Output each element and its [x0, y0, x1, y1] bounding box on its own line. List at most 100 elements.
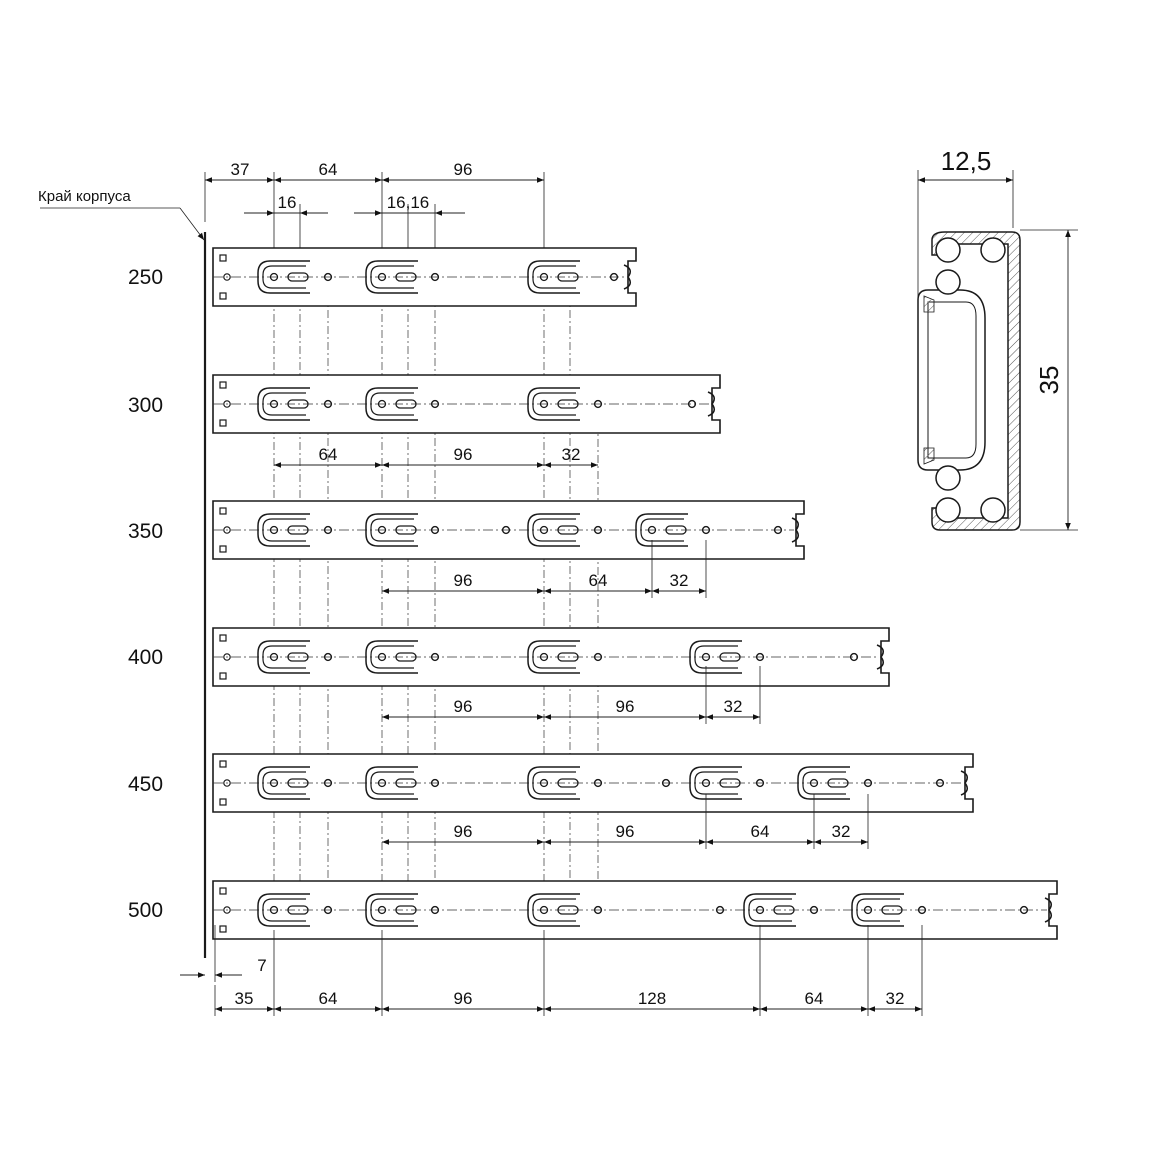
slot-oblong-3-1 [395, 652, 417, 662]
slot-hole-4-2 [539, 778, 549, 788]
offset-dimension: 7 [180, 925, 267, 982]
top-dim-37: 37 [231, 160, 250, 179]
rail-hole-5-0 [323, 905, 333, 915]
slot-bracket-inner-2-1 [370, 518, 414, 542]
slot-oblong-2-2 [557, 525, 579, 535]
slot-hole-5-2 [539, 905, 549, 915]
rail-hole-0-1 [430, 272, 440, 282]
slot-bracket-outer-5-2 [527, 893, 580, 927]
slot-bracket-inner-4-2 [532, 771, 576, 795]
slot-bracket-inner-5-4 [856, 898, 900, 922]
slot-hole-0-2 [539, 272, 549, 282]
front-hole-0 [223, 273, 231, 281]
row-400-dim-0: 96 [454, 697, 473, 716]
slot-hole-4-0 [269, 778, 279, 788]
square-hole-bottom-5 [219, 925, 227, 933]
slot-hole-5-1 [377, 905, 387, 915]
row-450-dim-0: 96 [454, 822, 473, 841]
slot-hole-5-3 [755, 905, 765, 915]
slot-oblong-3-0 [287, 652, 309, 662]
slot-oblong-4-2 [557, 778, 579, 788]
slot-bracket-inner-2-2 [532, 518, 576, 542]
rail-hole-5-2 [593, 905, 603, 915]
slot-hole-2-2 [539, 525, 549, 535]
slot-oblong-0-2 [557, 272, 579, 282]
rail-hole-3-3 [755, 652, 765, 662]
slot-hole-1-1 [377, 399, 387, 409]
slot-oblong-1-1 [395, 399, 417, 409]
slot-bracket-inner-4-4 [802, 771, 846, 795]
rail-hole-5-5 [917, 905, 927, 915]
section-inner-profile [917, 289, 986, 471]
slot-oblong-4-4 [827, 778, 849, 788]
slot-bracket-outer-3-3 [689, 640, 742, 674]
slot-bracket-inner-4-0 [262, 771, 306, 795]
slot-hole-2-0 [269, 525, 279, 535]
slot-oblong-5-2 [557, 905, 579, 915]
slot-bracket-inner-5-0 [262, 898, 306, 922]
square-hole-top-1 [219, 381, 227, 389]
slot-hole-5-0 [269, 905, 279, 915]
edge-leader-line [179, 207, 205, 241]
slot-bracket-outer-3-0 [257, 640, 310, 674]
row-300-dim-1: 96 [454, 445, 473, 464]
bottom-dim-64b: 64 [805, 989, 824, 1008]
section-ball-2 [980, 237, 1006, 263]
row-label-300: 300 [128, 394, 163, 417]
slot-hole-0-1 [377, 272, 387, 282]
bottom-dim-96: 96 [454, 989, 473, 1008]
slot-bracket-outer-4-3 [689, 766, 742, 800]
slot-bracket-outer-0-2 [527, 260, 580, 294]
row-label-350: 350 [128, 520, 163, 543]
slot-oblong-5-1 [395, 905, 417, 915]
top-dimensions: 37 64 96 16 16,16 [204, 160, 545, 250]
square-hole-bottom-1 [219, 419, 227, 427]
row-label-450: 450 [128, 773, 163, 796]
slot-oblong-4-1 [395, 778, 417, 788]
slot-oblong-3-2 [557, 652, 579, 662]
slot-bracket-inner-2-0 [262, 518, 306, 542]
top-dim-64: 64 [319, 160, 338, 179]
square-hole-top-5 [219, 887, 227, 895]
section-ball-5 [935, 497, 961, 523]
bottom-dim-64: 64 [319, 989, 338, 1008]
slot-bracket-outer-3-2 [527, 640, 580, 674]
row-450-dim-3: 32 [832, 822, 851, 841]
front-hole-1 [223, 400, 231, 408]
edge-label: Край корпуса [38, 188, 131, 205]
section-width-label: 12,5 [941, 146, 992, 176]
slot-bracket-outer-2-1 [365, 513, 418, 547]
slot-hole-0-0 [269, 272, 279, 282]
row-400-dim-1: 96 [616, 697, 635, 716]
slot-oblong-5-0 [287, 905, 309, 915]
row-350-dim-1: 64 [589, 571, 608, 590]
bottom-dim-32: 32 [886, 989, 905, 1008]
slot-hole-4-3 [701, 778, 711, 788]
slot-hole-4-4 [809, 778, 819, 788]
bottom-dimensions: 35 64 96 128 64 32 [214, 925, 923, 1016]
rail-end-clip-1 [707, 391, 716, 417]
slot-bracket-inner-1-2 [532, 392, 576, 416]
square-hole-top-3 [219, 634, 227, 642]
slot-bracket-outer-3-1 [365, 640, 418, 674]
section-height-label: 35 [1034, 366, 1064, 395]
section-ball-3 [935, 269, 961, 295]
row-label-250: 250 [128, 266, 163, 289]
square-hole-top-0 [219, 254, 227, 262]
rail-end-clip-5 [1044, 897, 1053, 923]
square-hole-bottom-3 [219, 672, 227, 680]
slot-hole-5-4 [863, 905, 873, 915]
slot-hole-3-3 [701, 652, 711, 662]
slot-bracket-outer-1-0 [257, 387, 310, 421]
slot-oblong-5-3 [773, 905, 795, 915]
slot-bracket-outer-0-1 [365, 260, 418, 294]
row-label-400: 400 [128, 646, 163, 669]
slot-bracket-outer-4-4 [797, 766, 850, 800]
top-dim-96: 96 [454, 160, 473, 179]
front-hole-3 [223, 653, 231, 661]
slot-oblong-3-3 [719, 652, 741, 662]
row-450-dim-2: 64 [751, 822, 770, 841]
row-300-dim-2: 32 [562, 445, 581, 464]
